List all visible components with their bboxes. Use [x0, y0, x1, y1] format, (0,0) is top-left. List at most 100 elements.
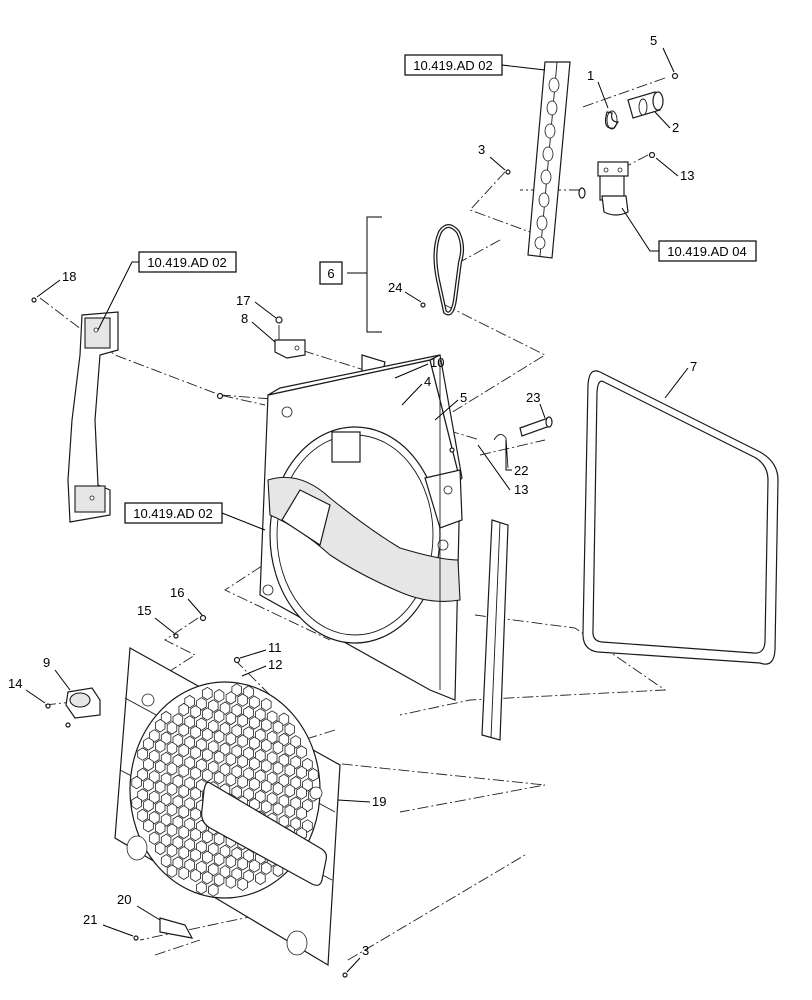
grille-hex-hole [302, 778, 313, 792]
grille-hex-hole [178, 702, 190, 717]
grille-hex-hole [278, 753, 290, 767]
grille-hex-hole [255, 769, 266, 783]
grille-hex-hole [290, 817, 301, 831]
grille-hex-hole [184, 735, 195, 750]
grille-hex-pattern [131, 683, 319, 897]
callout-16: 16 [170, 585, 184, 600]
part-22-pin [493, 434, 509, 469]
grille-hex-hole [272, 761, 284, 775]
grille-hex-hole [149, 811, 160, 825]
grille-hex-hole [196, 860, 207, 875]
grille-hex-hole [172, 733, 184, 747]
grille-hex-hole [207, 699, 219, 713]
grille-hex-hole [266, 792, 278, 806]
part-23-pin [519, 416, 553, 437]
grille-hex-hole [213, 709, 225, 723]
grille-hex-hole [219, 762, 231, 777]
grille-hex-hole [272, 720, 284, 734]
grille-hex-hole [284, 784, 296, 798]
callout-17: 17 [236, 293, 250, 308]
grille-hex-hole [172, 815, 184, 829]
bolt-14 [45, 703, 51, 709]
bolt-3-bottom [342, 972, 348, 978]
grille-hex-hole [149, 729, 160, 743]
ref-box-left-bracket[interactable]: 10.419.AD 02 [97, 251, 237, 331]
grille-hex-hole [249, 859, 260, 873]
grille-hex-hole [172, 754, 184, 768]
grille-hex-hole [260, 861, 272, 875]
grille-hex-hole [237, 775, 248, 789]
grille-hex-hole [207, 862, 219, 877]
callout-5-top: 5 [650, 33, 657, 48]
grille-hex-hole [237, 754, 248, 769]
callout-2: 2 [672, 120, 679, 135]
grille-hex-hole [160, 813, 172, 827]
grille-hex-hole [131, 796, 142, 810]
grille-hex-hole [143, 757, 154, 772]
ref-box-fan-shroud[interactable]: 10.419.AD 02 [124, 502, 266, 531]
ref-box-shroud-top[interactable]: 10.419.AD 02 [404, 54, 546, 76]
callout-9: 9 [43, 655, 50, 670]
callout-5-mid: 5 [460, 390, 467, 405]
grille-hex-hole [225, 752, 237, 766]
callout-20: 20 [117, 892, 131, 907]
part-side-strip [481, 519, 509, 741]
callout-7: 7 [690, 359, 697, 374]
svg-text:6: 6 [327, 266, 334, 281]
grille-hex-hole [225, 711, 237, 726]
grille-hex-hole [143, 778, 154, 792]
grille-hex-hole [290, 776, 301, 790]
grille-hex-hole [160, 772, 172, 786]
grille-hex-hole [260, 800, 272, 814]
callout-23: 23 [526, 390, 540, 405]
callout-box-6[interactable]: 6 [319, 261, 343, 285]
grille-hex-hole [255, 708, 266, 722]
grille-hex-hole [237, 713, 248, 728]
bolt-16 [199, 614, 207, 622]
part-fan-shroud [259, 354, 463, 701]
grille-hex-hole [202, 686, 213, 701]
part-7-seal [582, 370, 779, 665]
grille-hex-hole [302, 819, 313, 833]
grille-hex-hole [172, 856, 184, 870]
bolt-21 [133, 935, 139, 941]
grille-hex-hole [284, 722, 296, 737]
grille-hex-hole [196, 840, 207, 854]
grille-hex-hole [178, 743, 190, 758]
grille-hex-hole [243, 869, 254, 883]
grille-hex-hole [255, 728, 266, 742]
grille-hex-hole [184, 817, 195, 831]
grille-hex-hole [202, 768, 213, 783]
callout-11: 11 [268, 640, 282, 655]
grille-hex-hole [190, 725, 201, 739]
grille-hex-hole [178, 825, 190, 840]
grille-hex-hole [284, 804, 296, 818]
grille-hex-hole [278, 712, 290, 726]
part-19-grille [114, 647, 341, 967]
grille-hex-hole [160, 854, 172, 868]
grille-hex-hole [260, 718, 272, 732]
svg-text:10.419.AD 02: 10.419.AD 02 [147, 255, 227, 270]
callout-15: 15 [137, 603, 151, 618]
grille-hex-hole [137, 767, 148, 782]
grille-hex-hole [243, 767, 254, 781]
bolt-24 [420, 302, 426, 308]
grille-hex-hole [260, 759, 272, 773]
grille-hex-hole [296, 765, 307, 780]
grille-hex-hole [219, 701, 231, 715]
grille-hex-hole [166, 721, 178, 735]
grille-hex-hole [178, 723, 190, 737]
grille-hex-hole [143, 819, 154, 833]
callout-4: 4 [424, 374, 431, 389]
grille-hex-hole [255, 749, 266, 763]
svg-text:10.419.AD 02: 10.419.AD 02 [133, 506, 213, 521]
callout-3-bottom: 3 [362, 943, 369, 958]
part-20-handle [159, 917, 194, 939]
grille-hex-hole [166, 823, 178, 837]
grille-hex-hole [219, 844, 231, 859]
grille-hex-hole [225, 854, 237, 869]
bolt-18 [31, 297, 37, 303]
ref-box-reservoir[interactable]: 10.419.AD 04 [621, 207, 757, 262]
grille-hex-hole [249, 736, 260, 750]
grille-hex-hole [243, 787, 254, 802]
